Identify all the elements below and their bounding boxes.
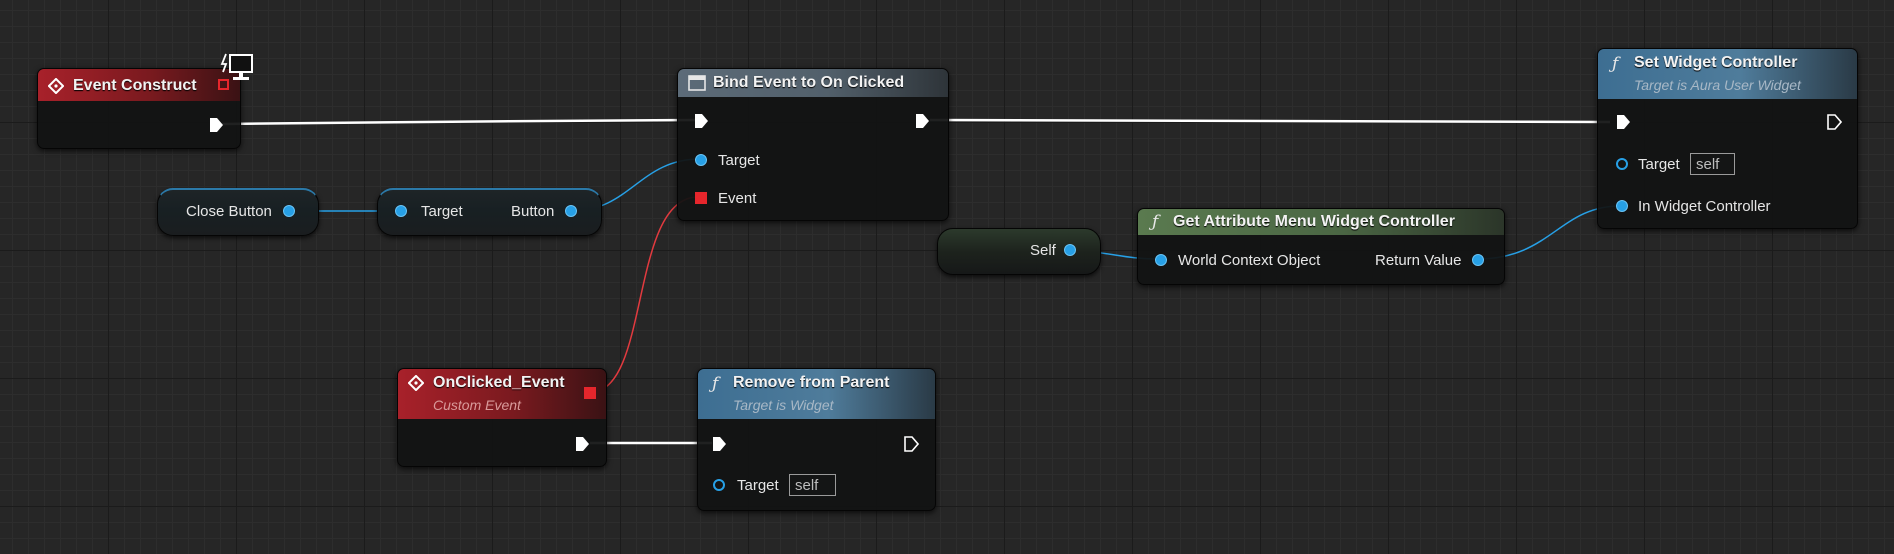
function-icon: ƒ — [1612, 54, 1619, 74]
set-widget-controller-target-pin[interactable] — [1616, 158, 1628, 170]
remove-from-parent-target-label: Target — [737, 477, 779, 494]
remove-from-parent-title: Remove from Parent — [733, 374, 890, 391]
event-diamond-icon — [48, 78, 64, 94]
event-diamond-icon — [408, 375, 424, 391]
set-widget-controller-exec-out-pin[interactable] — [1826, 114, 1842, 130]
set-widget-controller-in-controller-pin[interactable] — [1616, 200, 1628, 212]
set-widget-controller-exec-in-pin[interactable] — [1615, 114, 1631, 130]
set-widget-controller-target-label: Target — [1638, 156, 1680, 173]
delegate-wire-event-to-onclicked — [591, 196, 699, 393]
remove-from-parent-target-pin[interactable] — [713, 479, 725, 491]
self-reference-node[interactable]: Self — [937, 228, 1101, 275]
event-construct-exec-out-pin[interactable] — [208, 117, 224, 133]
bind-event-event-pin[interactable] — [695, 192, 707, 204]
get-attribute-menu-node[interactable]: ƒ Get Attribute Menu Widget Controller W… — [1137, 208, 1505, 285]
bind-event-exec-in-pin[interactable] — [693, 113, 709, 129]
remove-from-parent-subtitle: Target is Widget — [733, 397, 834, 413]
exec-wire-construct-to-bind — [221, 118, 696, 126]
event-construct-header — [38, 69, 240, 101]
event-construct-title: Event Construct — [73, 77, 197, 94]
self-reference-output-pin[interactable] — [1064, 244, 1076, 256]
on-clicked-event-subtitle: Custom Event — [433, 397, 521, 413]
set-widget-controller-in-controller-label: In Widget Controller — [1638, 198, 1771, 215]
set-widget-controller-target-default[interactable]: self — [1690, 153, 1735, 175]
function-icon: ƒ — [712, 374, 719, 394]
set-widget-controller-header — [1598, 49, 1857, 99]
on-clicked-event-node[interactable]: OnClicked_Event Custom Event — [397, 368, 607, 467]
event-construct-node[interactable]: Event Construct — [37, 68, 241, 149]
bind-event-header — [678, 69, 948, 97]
button-getter-button-label: Button — [511, 203, 555, 220]
button-getter-target-label: Target — [421, 203, 463, 220]
button-getter-node[interactable]: Target Button — [377, 188, 602, 236]
remove-from-parent-node[interactable]: ƒ Remove from Parent Target is Widget Ta… — [697, 368, 936, 511]
button-getter-target-pin[interactable] — [395, 205, 407, 217]
bind-event-icon — [688, 75, 706, 91]
set-widget-controller-subtitle: Target is Aura User Widget — [1634, 77, 1801, 93]
get-attribute-menu-return-value-pin[interactable] — [1472, 254, 1484, 266]
event-construct-delegate-pin[interactable] — [218, 79, 229, 90]
remove-from-parent-exec-out-pin[interactable] — [903, 436, 919, 452]
close-button-label: Close Button — [186, 203, 272, 220]
on-clicked-event-title: OnClicked_Event — [433, 374, 565, 391]
set-widget-controller-node[interactable]: ƒ Set Widget Controller Target is Aura U… — [1597, 48, 1858, 229]
button-getter-button-pin[interactable] — [565, 205, 577, 217]
remove-from-parent-header — [698, 369, 935, 419]
remove-from-parent-exec-in-pin[interactable] — [711, 436, 727, 452]
bind-event-event-label: Event — [718, 190, 757, 207]
get-attribute-menu-header — [1138, 209, 1504, 235]
bind-event-exec-out-pin[interactable] — [914, 113, 930, 129]
bind-event-target-pin[interactable] — [695, 154, 707, 166]
on-clicked-event-exec-out-pin[interactable] — [574, 436, 590, 452]
bind-event-node[interactable]: Bind Event to On Clicked Target Event — [677, 68, 949, 221]
on-clicked-event-delegate-pin[interactable] — [584, 387, 596, 399]
get-attribute-menu-world-context-label: World Context Object — [1178, 252, 1321, 269]
close-button-output-pin[interactable] — [283, 205, 295, 217]
exec-wire-bind-to-set-controller — [929, 118, 1611, 124]
on-clicked-event-header — [398, 369, 606, 419]
monitor-icon — [220, 53, 253, 80]
get-attribute-menu-return-value-label: Return Value — [1375, 252, 1462, 269]
get-attribute-menu-world-context-pin[interactable] — [1155, 254, 1167, 266]
bind-event-title: Bind Event to On Clicked — [713, 74, 905, 91]
remove-from-parent-target-default[interactable]: self — [789, 474, 836, 496]
bind-event-target-label: Target — [718, 152, 760, 169]
get-attribute-menu-title: Get Attribute Menu Widget Controller — [1173, 213, 1455, 230]
function-icon: ƒ — [1152, 212, 1159, 232]
set-widget-controller-title: Set Widget Controller — [1634, 54, 1798, 71]
close-button-variable-node[interactable]: Close Button — [157, 188, 319, 236]
self-reference-label: Self — [1030, 242, 1056, 259]
